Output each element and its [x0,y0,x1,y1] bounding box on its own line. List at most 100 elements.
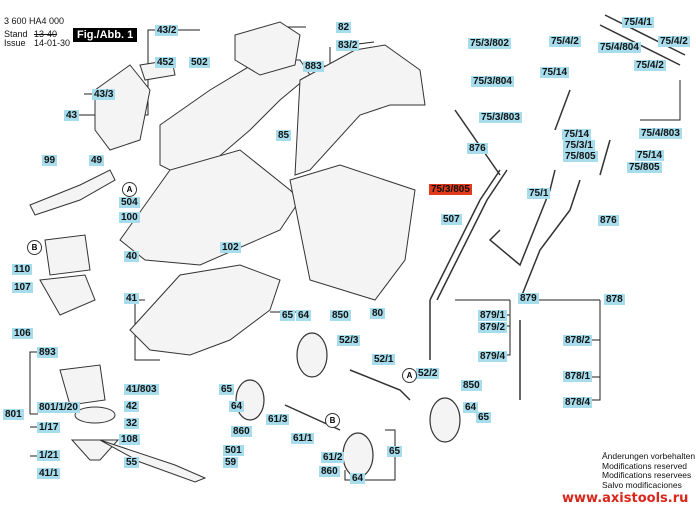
wheel-front-2 [342,432,374,478]
part-label: 65 [219,384,235,395]
part-label: 61/3 [266,414,290,425]
cable-rod [454,109,501,176]
part-label: 75/3/804 [471,76,514,87]
part-label: 75/805 [627,162,662,173]
chassis-shape [119,149,301,266]
part-label: 504 [119,197,140,208]
part-label: 75/4/803 [639,128,682,139]
belt-shape [70,439,120,461]
part-label: 850 [461,380,482,391]
part-label: 106 [12,328,33,339]
part-label: 879/2 [478,322,508,333]
part-label: 883 [303,61,324,72]
leader-801 [29,351,38,457]
part-label: 61/2 [321,452,345,463]
front-grille-shape [94,64,151,151]
lid-shape [234,21,301,76]
note-fr: Modifications reservees [602,470,692,480]
part-label: 59 [223,457,239,468]
part-label: 43/3 [92,89,116,100]
part-label: 878/2 [563,335,593,346]
note-de: Änderungen vorbehalten [602,451,696,461]
highlighted-part-label: 75/3/805 [429,184,472,195]
axle-rod-1 [349,369,411,401]
part-label: 43/2 [155,25,179,36]
handle-cover-shape [294,44,426,176]
part-label: 75/14 [635,150,665,161]
part-label: 876 [598,215,619,226]
part-label: 65 [476,412,492,423]
marker-b: B [325,413,340,428]
part-label: 61/1 [291,433,315,444]
part-label: 878/1 [563,371,593,382]
note-en: Modifications reserved [602,460,688,471]
part-label: 75/805 [563,151,598,162]
part-label: 85 [276,130,292,141]
part-label: 1/21 [37,450,61,461]
tube-segments [554,89,611,211]
part-label: 40 [124,251,140,262]
part-label: 452 [155,57,176,68]
part-label: 75/4/2 [549,36,581,47]
marker-a: A [122,182,137,197]
part-label: 32 [124,418,140,429]
part-label: 64 [229,401,245,412]
part-label: 75/3/802 [468,38,511,49]
part-label: 55 [124,457,140,468]
handle-tube-left-2 [436,169,508,301]
part-label: 41/1 [37,468,61,479]
upper-handle [488,169,556,267]
leader-75-4-803 [640,80,681,121]
note-es: Salvo modificaciones [602,479,682,490]
wheel-front-1 [235,379,265,421]
leader-860b [344,429,396,481]
marker-a: A [402,368,417,383]
pulley-shape [74,406,116,424]
part-label: 75/4/2 [658,36,690,47]
part-label: 850 [330,310,351,321]
motor-shape [59,364,106,406]
part-label: 102 [220,242,241,253]
part-label: 110 [12,264,33,275]
part-label: 75/14 [540,67,570,78]
part-label: 65 [280,310,296,321]
part-label: 41/803 [124,384,159,395]
part-label: 75/4/1 [622,17,654,28]
part-label: 502 [189,57,210,68]
part-label: 65 [387,446,403,457]
stand-value: 13-40 [34,29,58,39]
part-label: 64 [296,310,312,321]
part-label: 879 [518,293,539,304]
figure-label: Fig./Abb. 1 [73,28,138,42]
part-label: 876 [467,143,488,154]
part-label: 99 [42,155,58,166]
stand-label: Stand [4,29,28,39]
wheel-rear-2 [429,397,461,443]
leader-879 [455,299,511,356]
part-label: 80 [370,308,386,319]
part-label: 893 [37,347,58,358]
part-label: 41 [124,293,140,304]
issue-label: Issue [4,38,26,48]
part-label: 82 [336,22,352,33]
side-cover-shape [44,234,91,276]
lever-shape [29,169,116,216]
part-label: 108 [119,434,140,445]
part-label: 501 [223,445,244,456]
part-label: 52/1 [372,354,396,365]
mulch-shape [39,274,96,316]
issue-value: 14-01-30 [34,38,71,48]
part-label: 879/1 [478,310,508,321]
part-label: 1/17 [37,422,61,433]
part-label: 43 [64,110,80,121]
part-label: 801 [3,409,24,420]
handle-tube-left [429,169,501,301]
website-watermark: www.axistools.ru [562,491,689,506]
part-label: 64 [350,473,366,484]
grass-box-shape [289,164,416,301]
handle-tube-right [519,209,571,301]
part-label: 860 [319,466,340,477]
part-label: 507 [441,214,462,225]
deck-shape [129,264,281,356]
marker-b: B [27,240,42,255]
